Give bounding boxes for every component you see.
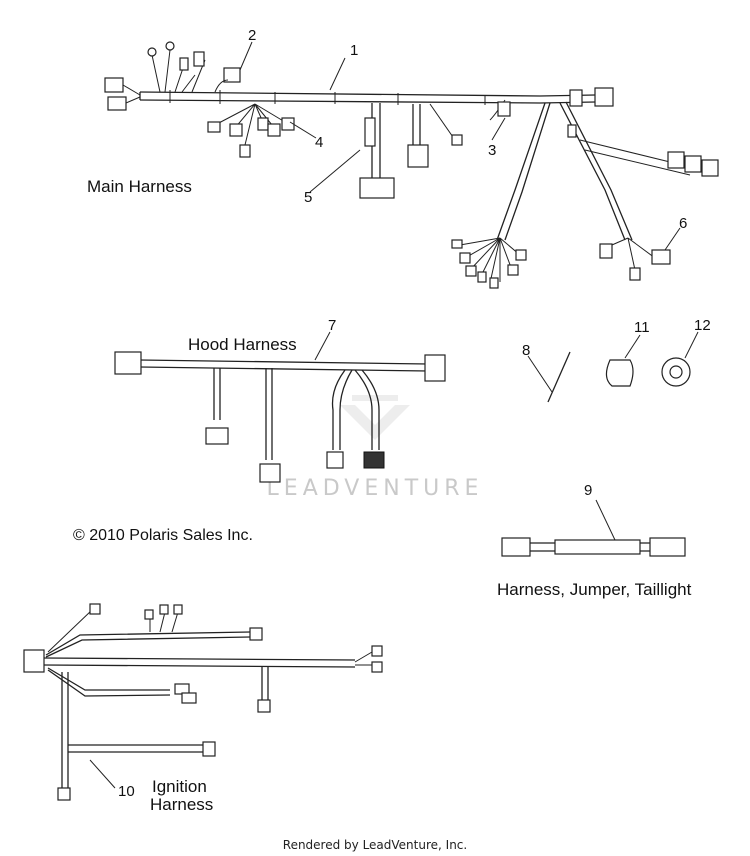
connector: [23, 649, 45, 673]
connector: [104, 77, 124, 93]
small-parts: [527, 331, 699, 403]
hood-harness-label: Hood Harness: [188, 335, 297, 354]
captions: Main Harness Hood Harness Harness, Jumpe…: [73, 177, 692, 814]
callout-4: 4: [315, 134, 323, 151]
hood-harness: [114, 331, 446, 483]
ignition-harness-label-line1: Ignition: [152, 777, 207, 796]
callout-1: 1: [350, 42, 358, 59]
jumper-harness: [501, 499, 686, 557]
main-harness-label: Main Harness: [87, 177, 192, 196]
callout-12: 12: [694, 317, 711, 334]
connector: [259, 463, 281, 483]
callout-10: 10: [118, 783, 135, 800]
connector: [594, 87, 614, 107]
ignition-harness-label-line2: Harness: [150, 795, 213, 814]
jumper-harness-label: Harness, Jumper, Taillight: [497, 580, 692, 599]
callout-7: 7: [328, 317, 336, 334]
main-harness: [104, 41, 719, 289]
footer-credit: Rendered by LeadVenture, Inc.: [283, 838, 467, 852]
connector: [107, 96, 127, 111]
watermark: LEADVENTURE: [267, 395, 484, 501]
connector: [114, 351, 142, 375]
callout-9: 9: [584, 482, 592, 499]
watermark-text: LEADVENTURE: [267, 476, 484, 501]
connector: [223, 67, 241, 83]
connector: [205, 427, 229, 445]
connector: [359, 177, 395, 199]
clip: [605, 359, 634, 387]
callouts: 1 2 3 4 5 6 7 8 9 10 11 12: [118, 27, 711, 800]
watermark-logo: [340, 395, 410, 440]
callout-3: 3: [488, 142, 496, 159]
connector: [501, 537, 531, 557]
callout-8: 8: [522, 342, 530, 359]
callout-11: 11: [634, 319, 650, 336]
ignition-harness: [23, 603, 383, 801]
connector: [407, 144, 429, 168]
connector: [424, 354, 446, 382]
callout-2: 2: [248, 27, 256, 44]
connector: [649, 537, 686, 557]
callout-6: 6: [679, 215, 687, 232]
copyright-notice: © 2010 Polaris Sales Inc.: [73, 527, 253, 544]
callout-5: 5: [304, 189, 312, 206]
